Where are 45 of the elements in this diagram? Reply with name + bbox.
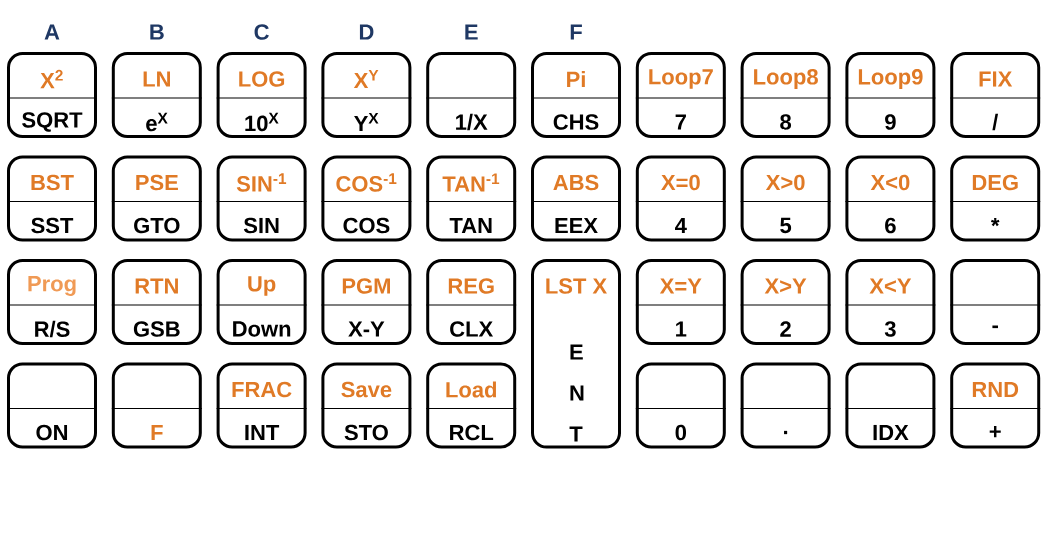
calculator-key: X>0 5: [740, 155, 832, 242]
column-letter: A: [44, 24, 60, 40]
column-letter: E: [465, 24, 478, 40]
calculator-key: 0: [635, 362, 727, 449]
calculator-key: BST SST: [6, 155, 98, 242]
calculator-key: Pi CHS: [530, 52, 622, 138]
calculator-key: Prog R/S: [6, 259, 98, 345]
calculator-key: -: [949, 259, 1041, 345]
calculator-key: Loop7 7: [635, 52, 727, 138]
calculator-key: REG CLX: [425, 259, 517, 345]
calculator-key: Load RCL: [425, 362, 517, 449]
calculator-key: FIX /: [949, 52, 1041, 138]
column-letter: F: [570, 24, 582, 40]
calculator-key: Up Down: [216, 259, 308, 345]
calculator-key: X$^{Y}$ Y$^{X}$: [320, 52, 412, 138]
calculator-key: Save STO: [320, 362, 412, 449]
column-letter: D: [359, 24, 374, 40]
calculator-key: LST X E N T: [531, 259, 621, 449]
calculator-key: COS$^{-1}$ COS: [320, 155, 412, 242]
calculator-key: X>Y 2: [740, 259, 832, 345]
calculator-key: IDX: [844, 362, 936, 449]
calculator-key: RTN GSB: [111, 259, 203, 345]
calculator-key: X<Y 3: [844, 259, 936, 345]
calculator-key: ABS EEX: [530, 155, 622, 242]
calculator-key: LN e$^{X}$: [111, 52, 203, 138]
calculator-key: SIN$^{-1}$ SIN: [216, 155, 308, 242]
calculator-key: DEG *: [949, 155, 1041, 242]
calculator-key: PGM X-Y: [320, 259, 412, 345]
calculator-key: 1/X: [425, 52, 517, 138]
calculator-key: RND +: [949, 362, 1041, 449]
calculator-key: TAN$^{-1}$ TAN: [425, 155, 517, 242]
calculator-key: X=0 4: [635, 155, 727, 242]
calculator-key: Loop8 8: [740, 52, 832, 138]
calculator-key: FRAC INT: [216, 362, 308, 449]
calculator-key: F: [111, 362, 203, 449]
calculator-key: Loop9 9: [844, 52, 936, 138]
calculator-key: X=Y 1: [635, 259, 727, 345]
column-letter: C: [254, 24, 269, 40]
calculator-key: ON: [6, 362, 98, 449]
calculator-key: .: [740, 362, 832, 449]
column-letter: B: [150, 24, 164, 40]
calculator-key: PSE GTO: [111, 155, 203, 242]
calculator-key: X$^{2}$ SQRT: [6, 52, 98, 138]
calculator-key: LOG 10$^{X}$: [216, 52, 308, 138]
calculator-key: X<0 6: [844, 155, 936, 242]
